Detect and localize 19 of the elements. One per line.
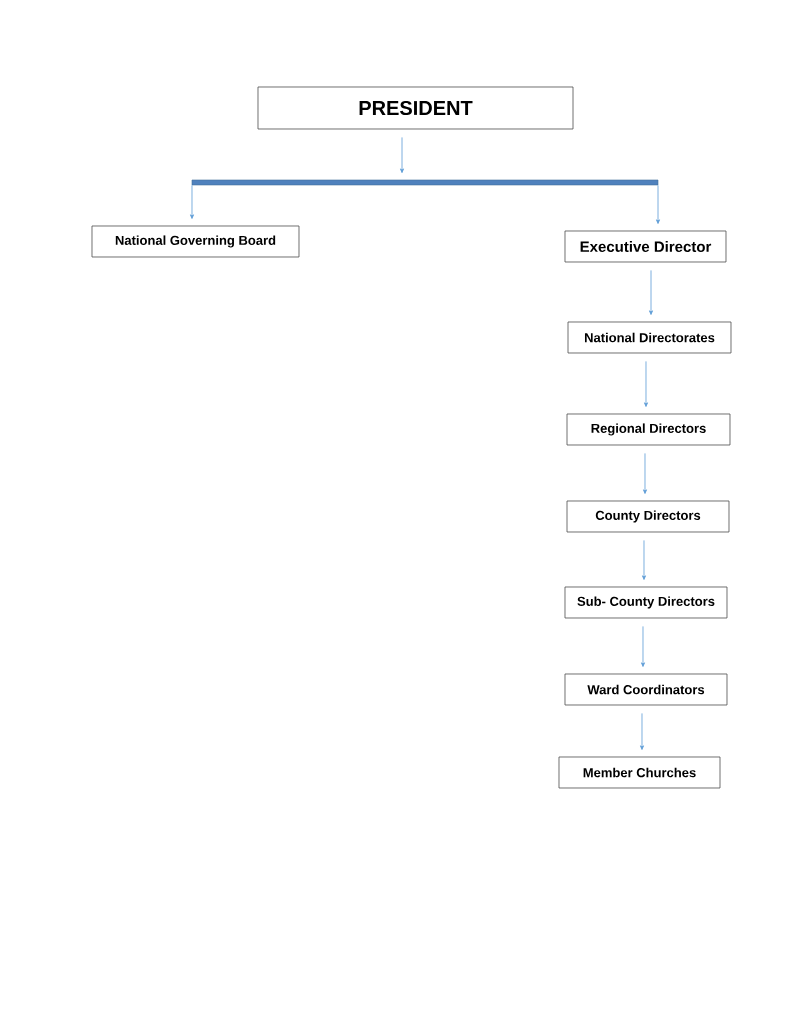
org-box: County Directors	[566, 500, 730, 533]
org-box: Executive Director	[564, 230, 727, 263]
org-box: Ward Coordinators	[564, 673, 728, 706]
org-box: National Governing Board	[91, 225, 300, 258]
org-box: Sub- County Directors	[564, 586, 728, 619]
org-box: Regional Directors	[566, 413, 731, 446]
org-box: Member Churches	[558, 756, 721, 789]
arrow	[640, 713, 644, 750]
connector-bar	[191, 179, 659, 186]
arrow	[642, 540, 646, 580]
arrow	[649, 270, 653, 315]
org-box: National Directorates	[567, 321, 732, 354]
arrow	[641, 626, 645, 667]
org-box: PRESIDENT	[257, 86, 574, 130]
arrow	[643, 453, 647, 494]
arrow	[656, 184, 660, 224]
arrow	[190, 184, 194, 219]
arrow	[400, 137, 404, 174]
arrow	[644, 361, 648, 407]
